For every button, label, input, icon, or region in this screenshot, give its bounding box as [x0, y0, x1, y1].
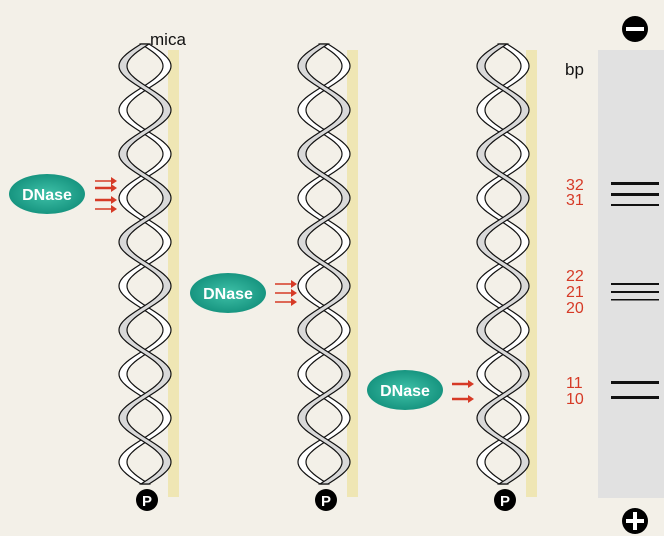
svg-text:DNase: DNase: [203, 286, 253, 303]
cut-arrow: [452, 380, 474, 388]
dna-strand-2: [118, 43, 172, 485]
dna-helix-3: [476, 43, 530, 485]
phosphate-marker-3: P: [494, 489, 516, 511]
dna-strand-2: [297, 43, 351, 485]
band-20: [611, 299, 659, 301]
mica-strip-2: [347, 50, 358, 497]
dnase-enzyme-1: DNase: [9, 174, 85, 214]
dna-helix-1: [118, 43, 172, 485]
band-32: [611, 182, 659, 185]
bp-label-20: 20: [566, 300, 584, 317]
bp-labels: 32 31 22 21 20 11 10: [566, 177, 584, 408]
dna-helix-2: [297, 43, 351, 485]
cut-arrow: [275, 298, 297, 306]
cut-arrows: [95, 177, 474, 403]
band-10: [611, 396, 659, 399]
cut-arrow: [95, 196, 117, 204]
phosphate-marker-2: P: [315, 489, 337, 511]
svg-text:DNase: DNase: [22, 187, 72, 204]
phosphate-marker-1: P: [136, 489, 158, 511]
band-21: [611, 291, 659, 293]
svg-text:P: P: [321, 493, 331, 510]
band-22: [611, 283, 659, 285]
bp-label-10: 10: [566, 391, 584, 408]
bp-label-21: 21: [566, 284, 584, 301]
bp-label-31: 31: [566, 192, 584, 209]
negative-electrode-icon: [622, 16, 648, 42]
svg-text:DNase: DNase: [380, 383, 430, 400]
bp-heading: bp: [565, 60, 584, 79]
cut-arrow: [452, 395, 474, 403]
mica-strip-1: [168, 50, 179, 497]
dna-strand-2: [476, 43, 530, 485]
cut-arrow: [95, 205, 117, 213]
dnase-enzyme-2: DNase: [190, 273, 266, 313]
cut-arrow: [95, 184, 117, 192]
svg-text:P: P: [142, 493, 152, 510]
positive-electrode-icon: [622, 508, 648, 534]
cut-arrow: [275, 280, 297, 288]
bp-label-32: 32: [566, 177, 584, 194]
cut-arrow: [95, 177, 117, 185]
band-31: [611, 193, 659, 196]
bp-label-11: 11: [566, 375, 583, 392]
mica-label: mica: [150, 30, 186, 49]
dnase-enzyme-3: DNase: [367, 370, 443, 410]
band-30: [611, 204, 659, 206]
svg-text:P: P: [500, 493, 510, 510]
bp-label-22: 22: [566, 268, 584, 285]
cut-arrow: [275, 289, 297, 297]
gel-lane: [598, 50, 664, 498]
mica-strip-3: [526, 50, 537, 497]
gel-bands: [611, 182, 659, 399]
band-11: [611, 381, 659, 384]
